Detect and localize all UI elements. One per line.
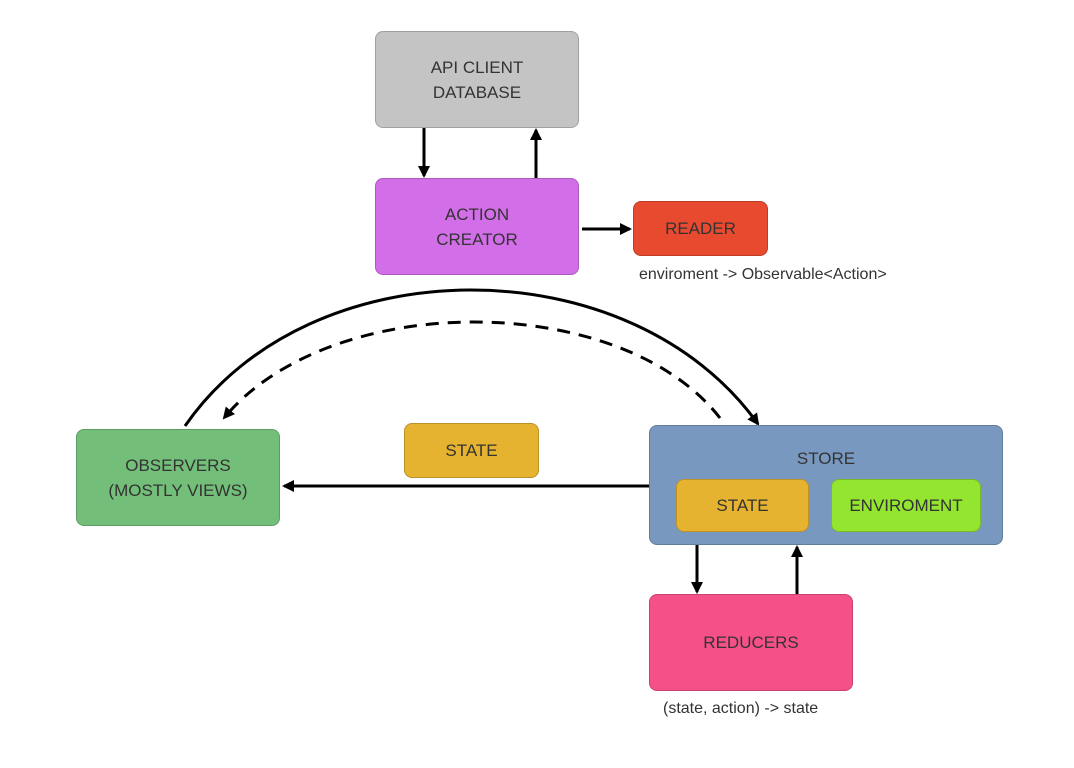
api-client-database-node: API CLIENT DATABASE <box>375 31 579 128</box>
reducers-node: REDUCERS <box>649 594 853 691</box>
action-creator-node: ACTION CREATOR <box>375 178 579 275</box>
store-label: STORE <box>796 449 856 468</box>
store-enviroment-label: ENVIROMENT <box>849 496 963 515</box>
observers-node: OBSERVERS (MOSTLY VIEWS) <box>76 429 280 526</box>
action-creator-label: ACTION CREATOR <box>436 204 518 249</box>
store-state-label: STATE <box>716 496 769 515</box>
state-floating-node: STATE <box>404 423 539 478</box>
reducers-caption: (state, action) -> state <box>663 700 819 717</box>
store-state-node: STATE <box>676 479 809 532</box>
edge-observers-to-store-arc <box>183 288 760 427</box>
state-floating-label: STATE <box>445 441 498 460</box>
reader-label: READER <box>665 219 736 238</box>
store-enviroment-node: ENVIROMENT <box>831 479 981 532</box>
api-client-database-label: API CLIENT DATABASE <box>430 57 524 102</box>
observers-label: OBSERVERS (MOSTLY VIEWS) <box>108 455 248 500</box>
reducers-label: REDUCERS <box>703 633 799 652</box>
reader-node: READER <box>633 201 768 256</box>
edge-store-to-observers-dashed-arc <box>222 320 722 420</box>
reader-caption: enviroment -> Observable<Action> <box>639 266 887 283</box>
